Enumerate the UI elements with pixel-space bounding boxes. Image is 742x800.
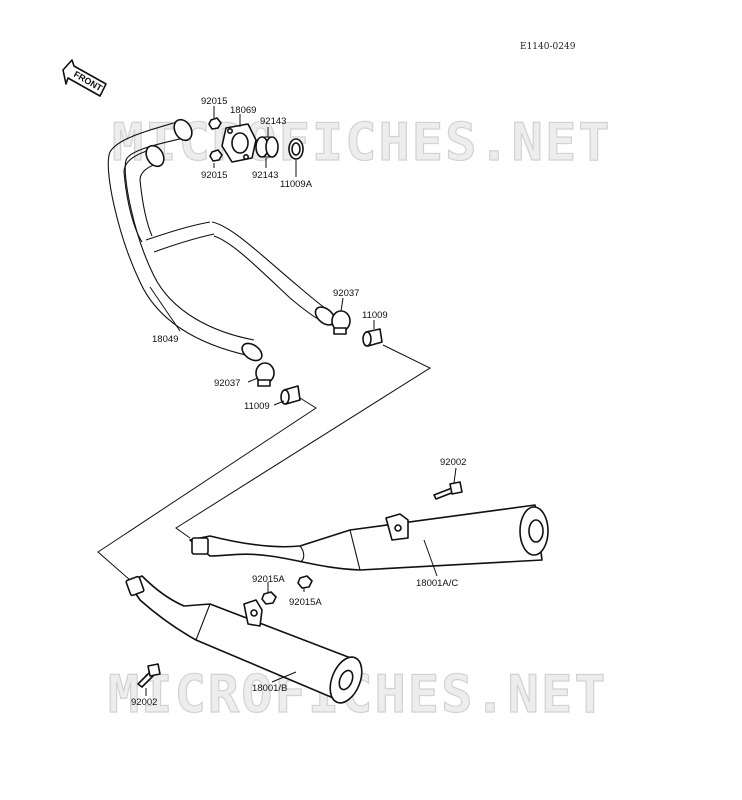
nut-92015A-right xyxy=(297,575,313,589)
label-92002-right: 92002 xyxy=(440,457,466,468)
nut-92015-bottom xyxy=(209,149,223,162)
flange-18069 xyxy=(221,123,257,163)
label-92015-top: 92015 xyxy=(201,96,227,107)
header-pipe-18049 xyxy=(107,118,336,362)
label-92015A-right: 92015A xyxy=(289,597,322,608)
bolt-92002-right xyxy=(433,481,463,500)
label-11009-left: 11009 xyxy=(244,401,270,412)
label-18049: 18049 xyxy=(152,334,178,345)
label-92015-bottom: 92015 xyxy=(201,170,227,181)
label-92015A-left: 92015A xyxy=(252,574,285,585)
clamp-92037-left xyxy=(255,362,275,387)
muffler-18001B xyxy=(125,575,363,704)
label-92143-bottom: 92143 xyxy=(252,170,278,181)
clamp-92037-right xyxy=(331,310,351,335)
connection-line-left xyxy=(97,397,317,581)
label-18069: 18069 xyxy=(230,105,256,116)
gasket-11009A xyxy=(288,138,304,160)
label-18001B: 18001/B xyxy=(252,683,287,694)
label-92143-top: 92143 xyxy=(260,116,286,127)
leader-lines xyxy=(145,106,457,696)
muffler-18001AC xyxy=(189,504,549,571)
bolt-92002-left xyxy=(137,663,161,688)
label-11009A: 11009A xyxy=(280,179,313,190)
gasket-11009-left xyxy=(280,385,301,405)
label-92037-left: 92037 xyxy=(214,378,240,389)
label-11009-right: 11009 xyxy=(362,310,388,321)
label-92037-right: 92037 xyxy=(333,288,359,299)
label-18001AC: 18001A/C xyxy=(416,578,458,589)
gasket-11009-right xyxy=(362,328,383,347)
collar-92143 xyxy=(255,136,279,158)
nut-92015A-left xyxy=(261,591,277,605)
nut-92015-top xyxy=(208,117,222,130)
front-arrow-icon: FRONT xyxy=(62,59,107,97)
drawing-code: E1140-0249 xyxy=(520,42,576,52)
watermark-top: MICROFICHES.NET xyxy=(112,113,612,173)
connection-line-right xyxy=(175,344,432,539)
label-92002-left: 92002 xyxy=(131,697,157,708)
